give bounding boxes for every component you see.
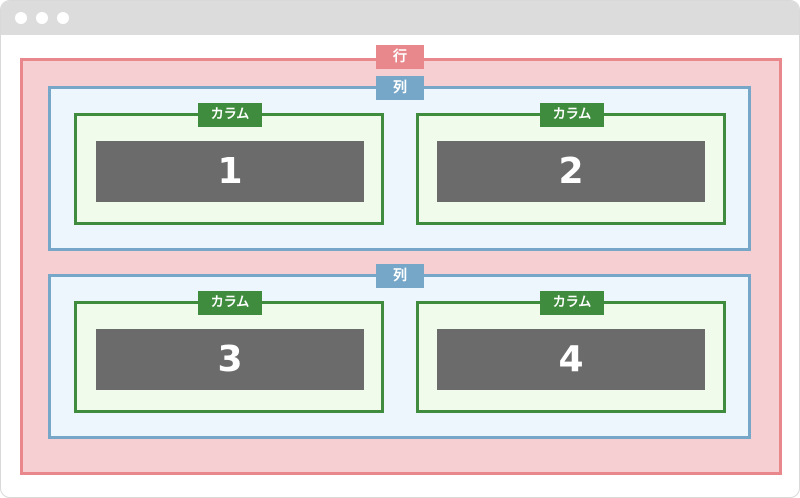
content-box-2: 2 xyxy=(437,141,705,202)
window-dot-icon xyxy=(15,12,27,24)
content-box-3: 3 xyxy=(96,329,364,390)
window-dot-icon xyxy=(57,12,69,24)
content-box-1: 1 xyxy=(96,141,364,202)
row-label: 行 xyxy=(376,45,424,69)
column-label-4: カラム xyxy=(540,291,604,315)
column-label-1: カラム xyxy=(198,103,262,127)
window-dot-icon xyxy=(36,12,48,24)
column-label-2: カラム xyxy=(540,103,604,127)
content-box-4: 4 xyxy=(437,329,705,390)
col-label-2: 列 xyxy=(376,264,424,288)
col-label-1: 列 xyxy=(376,76,424,100)
window-titlebar xyxy=(1,1,799,35)
column-label-3: カラム xyxy=(198,291,262,315)
